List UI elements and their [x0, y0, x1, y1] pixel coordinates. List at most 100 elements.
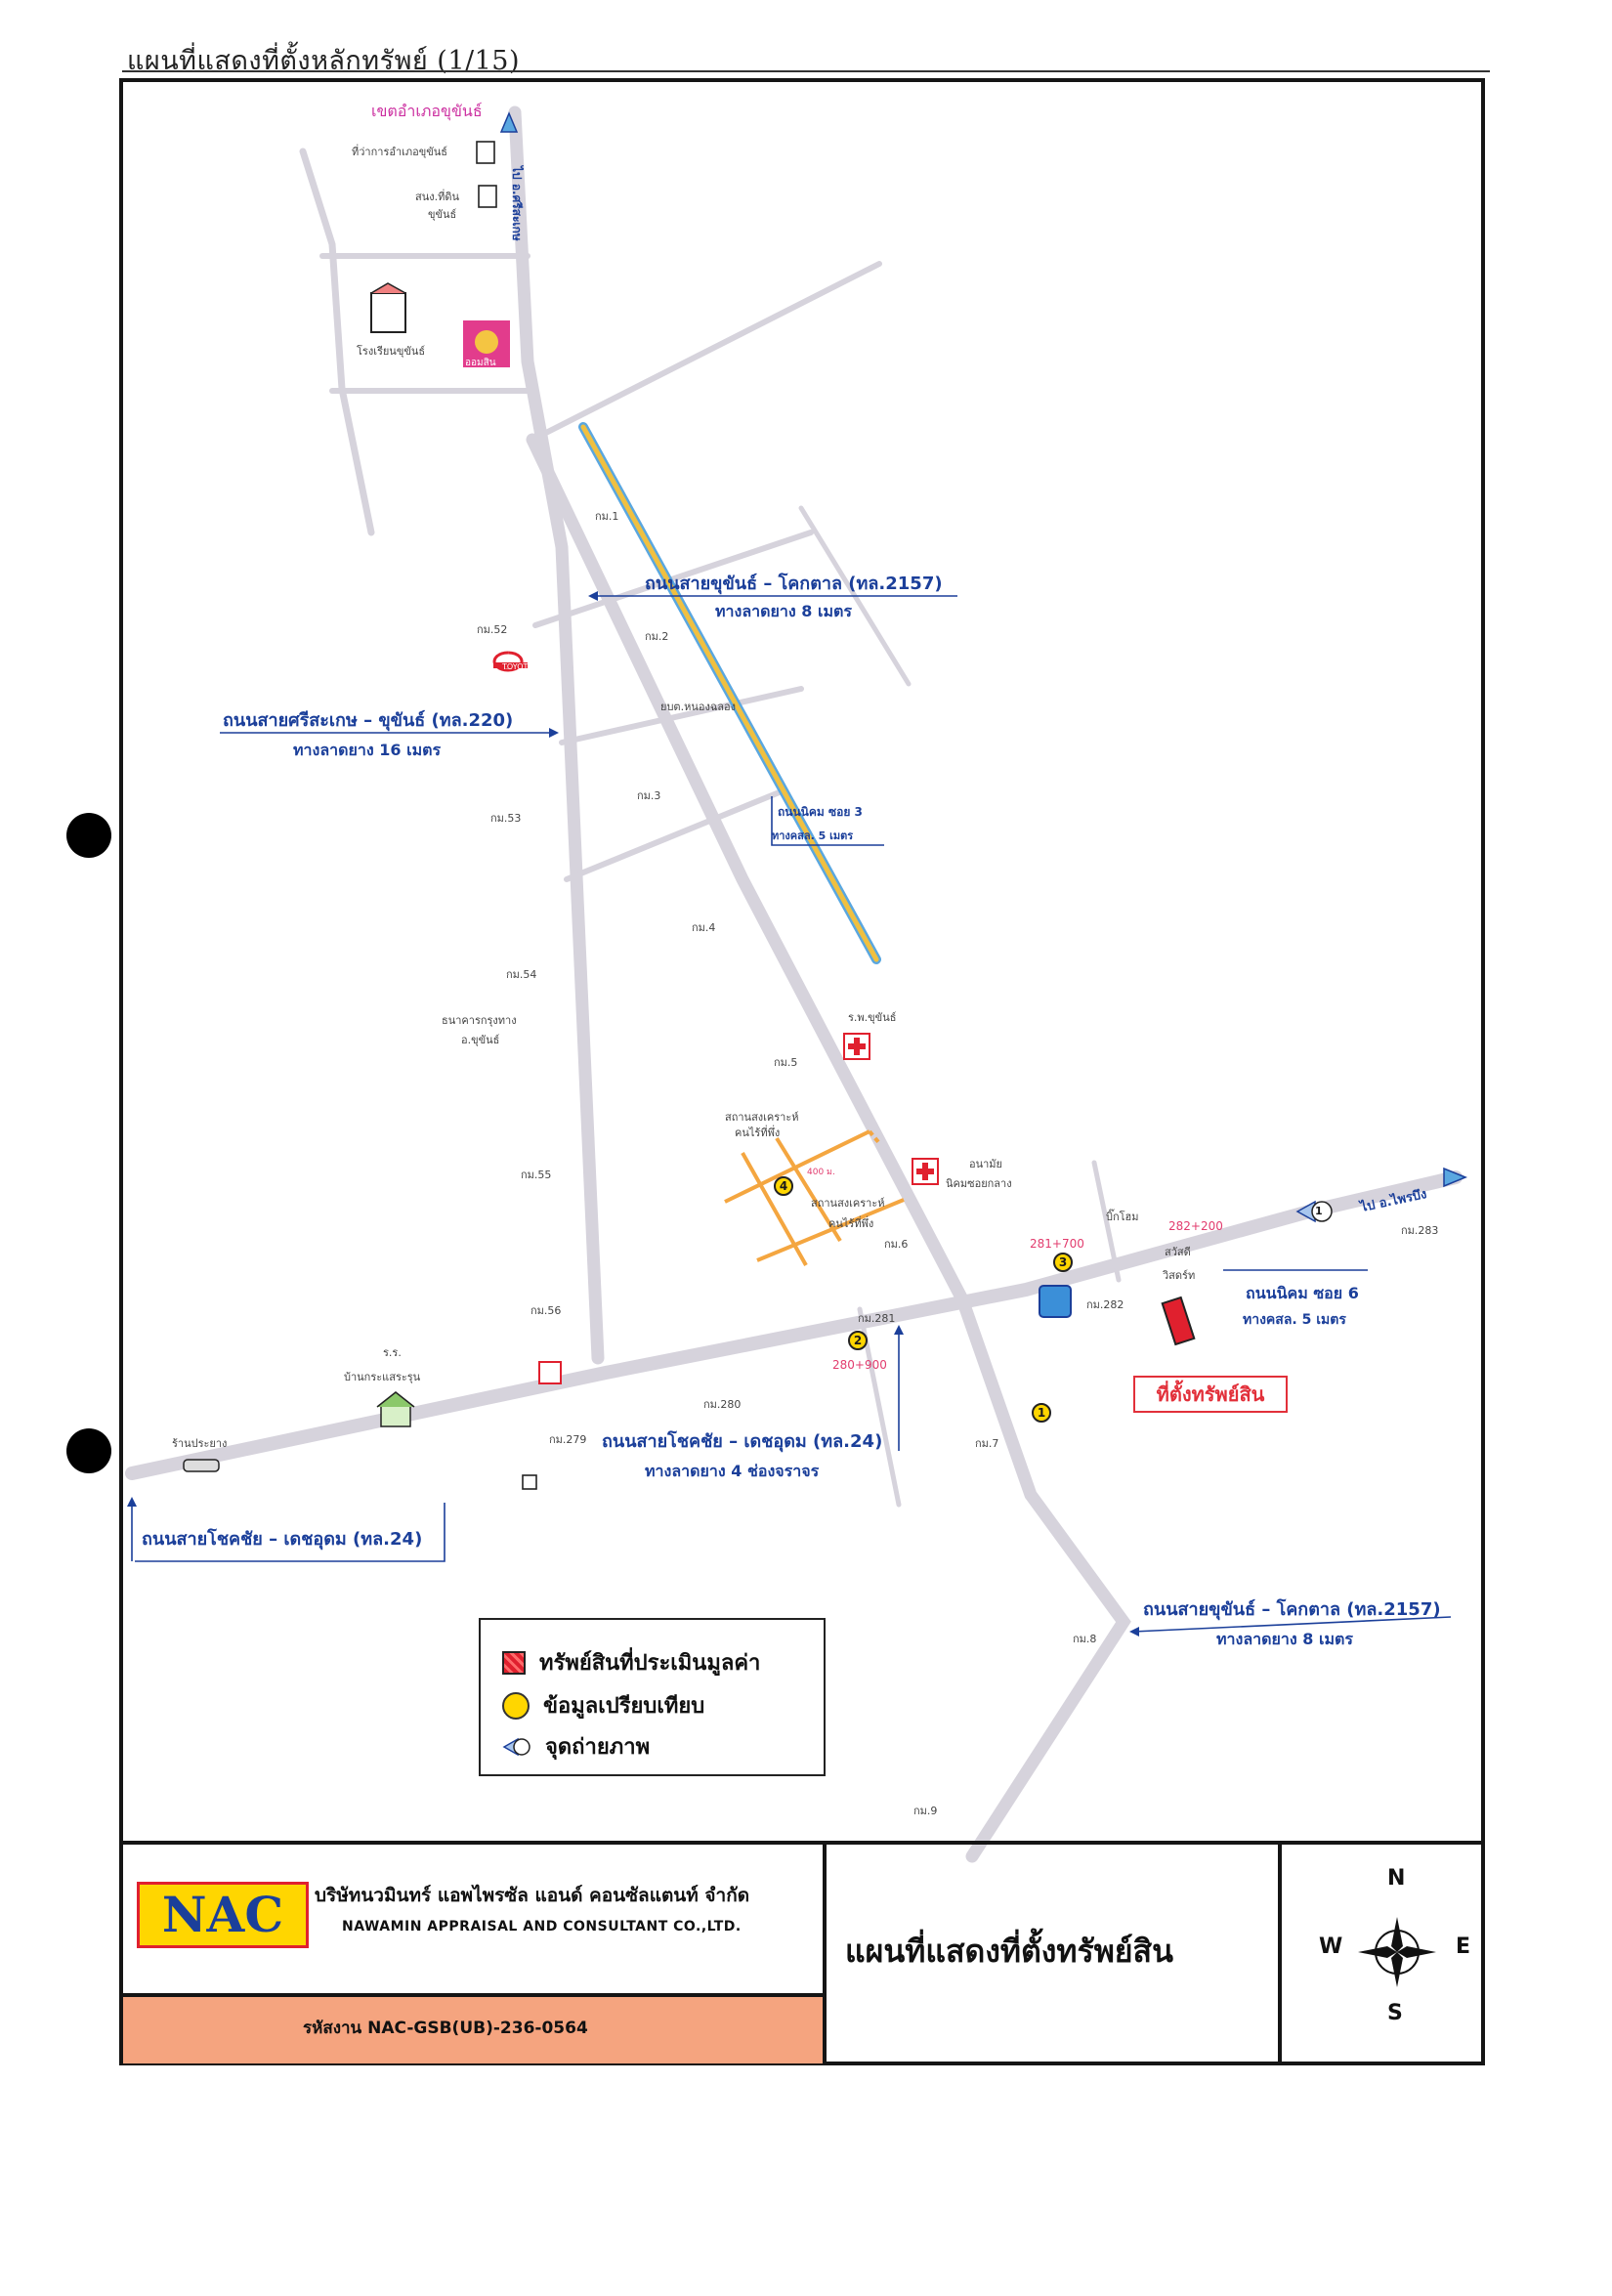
welfare-label-3: สถานสงเคราะห์ [811, 1197, 885, 1210]
km-marker: กม.55 [521, 1169, 552, 1181]
legend-row-appraised: ทรัพย์สินที่ประเมินมูลค่า [502, 1645, 760, 1679]
road-local-orange [724, 1129, 870, 1204]
arrow-north [499, 111, 519, 133]
nac-logo-text: NAC [161, 1886, 284, 1943]
km-marker: กม.8 [1073, 1633, 1097, 1645]
km-marker: กม.52 [477, 623, 508, 636]
school-label: โรงเรียนขุขันธ์ [357, 345, 426, 358]
welfare-label-4: คนไร้ที่พึ่ง [828, 1217, 874, 1230]
km-marker: กม.282 [1086, 1298, 1124, 1311]
toyota-icon [492, 651, 524, 672]
legend-appraised-label: ทรัพย์สินที่ประเมินมูลค่า [539, 1651, 761, 1676]
km-marker: กม.283 [1401, 1224, 1439, 1237]
health-center-label: ยบต.หนองฉลอง [660, 701, 737, 713]
km-marker: กม.56 [530, 1304, 562, 1317]
compass-east: E [1456, 1935, 1471, 1959]
km-marker: กม.281 [858, 1312, 896, 1325]
road-label-tl2157-top: ถนนสายขุขันธ์ – โคกตาล (ทล.2157) [645, 574, 943, 594]
station-icon [1039, 1285, 1072, 1318]
chainage-label: 282+200 [1168, 1219, 1223, 1233]
comparable-swatch [502, 1691, 530, 1720]
compass-west: W [1319, 1935, 1343, 1959]
nac-logo: NAC [137, 1882, 309, 1948]
km-marker: กม.279 [549, 1433, 587, 1446]
photo-point-icon [502, 1737, 530, 1756]
bank-label-2: อ.ขุขันธ์ [461, 1034, 500, 1046]
comparable-marker: 2 [848, 1331, 868, 1350]
hospital-label: ร.พ.ขุขันธ์ [848, 1011, 897, 1024]
map-title: แผนที่แสดงที่ตั้งทรัพย์สิน [845, 1933, 1173, 1970]
chainage-label: 280+900 [832, 1358, 887, 1372]
km-marker: กม.3 [637, 789, 661, 802]
title-rule [122, 70, 1490, 72]
village-school-label-2: บ้านกระแสระรุน [344, 1371, 421, 1383]
shop-icon [538, 1361, 562, 1384]
chainage-label: 281+700 [1030, 1237, 1084, 1251]
binder-hole [66, 813, 111, 858]
village-school-label: ร.ร. [383, 1346, 402, 1359]
map-legend: ทรัพย์สินที่ประเมินมูลค่า ข้อมูลเปรียบเท… [479, 1618, 826, 1776]
land-office-label-2: ขุขันธ์ [428, 208, 457, 221]
compass-south: S [1387, 2001, 1403, 2025]
sawasdee-label: สวัสดี [1165, 1246, 1191, 1258]
road-tl24 [125, 1170, 1463, 1480]
km-marker: กม.280 [703, 1398, 742, 1411]
car-icon [183, 1459, 220, 1472]
comparable-marker: 3 [1053, 1253, 1073, 1272]
school-icon [370, 292, 406, 333]
road-desc-tl2157-top: ทางลาดยาง 8 เมตร [715, 602, 852, 620]
legend-row-comparable: ข้อมูลเปรียบเทียบ [502, 1688, 704, 1722]
km-marker: กม.5 [774, 1056, 798, 1069]
road-label-nikhom-soi6: ถนนนิคม ซอย 6 [1246, 1284, 1359, 1302]
clinic-label: อนามัย [969, 1158, 1002, 1170]
land-office-label: สนง.ที่ดิน [415, 191, 460, 203]
road-desc-tl220: ทางลาดยาง 16 เมตร [293, 741, 442, 759]
north-road-label: ไป อ.ศรีสะเกษ [510, 166, 524, 241]
km-marker: กม.54 [506, 968, 537, 981]
district-label: เขตอำเภอขุขันธ์ [371, 102, 483, 120]
distance-label: 400 ม. [807, 1168, 835, 1177]
sawasdee-label-2: วิสดร์ท [1163, 1269, 1196, 1282]
savings-bank-label: ออมสิน [465, 358, 496, 368]
bank-label: ธนาคารกรุงทาง [442, 1014, 517, 1027]
road-label-tl220: ถนนสายศรีสะเกษ – ขุขันธ์ (ทล.220) [223, 710, 514, 731]
photo-point-number: 1 [1315, 1205, 1323, 1217]
road-tl2157 [526, 433, 1131, 1863]
footer-divider [119, 1841, 1485, 1845]
road-desc-nikhom-soi6: ทางคสล. 5 เมตร [1243, 1312, 1346, 1328]
compass-north: N [1387, 1866, 1406, 1891]
binder-hole [66, 1428, 111, 1473]
compass-rose-icon [1358, 1917, 1436, 1987]
toyota-label: TOYOTA [502, 662, 533, 671]
footer-divider-v2 [823, 1841, 827, 2063]
road-label-tl24-mid: ถนนสายโชคชัย – เดชอุดม (ทล.24) [602, 1431, 883, 1452]
appraised-swatch [502, 1650, 526, 1675]
road-desc-tl2157-bottom: ทางลาดยาง 8 เมตร [1216, 1630, 1353, 1648]
welfare-label: สถานสงเคราะห์ [725, 1111, 799, 1124]
arrow-east [1443, 1167, 1467, 1188]
road-label-tl2157-bottom: ถนนสายขุขันธ์ – โคกตาล (ทล.2157) [1143, 1599, 1441, 1620]
village-school-icon [380, 1404, 411, 1427]
bigc-label: บิ๊กโฮม [1106, 1211, 1139, 1223]
property-location-label: ที่ตั้งทรัพย์สิน [1133, 1376, 1288, 1413]
footer-code-box [123, 1993, 823, 2063]
road-desc-nikhom-soi3: ทางคสล. 5 เมตร [772, 829, 854, 842]
km-marker: กม.2 [645, 630, 669, 643]
company-name-th: บริษัทนวมินทร์ แอพไพรซัล แอนด์ คอนซัลแตน… [315, 1885, 750, 1906]
km-marker: กม.9 [913, 1805, 938, 1817]
map-frame [119, 78, 1485, 2065]
footer-divider-v [1278, 1841, 1282, 2063]
km-marker: กม.1 [595, 510, 619, 523]
clinic-label-2: นิคมซอยกลาง [946, 1177, 1012, 1190]
legend-comparable-label: ข้อมูลเปรียบเทียบ [543, 1694, 705, 1719]
km-marker: กม.4 [692, 921, 716, 934]
road-label-nikhom-soi3: ถนนนิคม ซอย 3 [778, 805, 863, 819]
property-marker [1161, 1296, 1196, 1346]
comparable-marker: 4 [774, 1176, 793, 1196]
company-name-en: NAWAMIN APPRAISAL AND CONSULTANT CO.,LTD… [342, 1919, 742, 1935]
welfare-label-2: คนไร้ที่พึ่ง [735, 1127, 781, 1139]
legend-photo-label: จุดถ่ายภาพ [545, 1735, 651, 1760]
km-marker: กม.53 [490, 812, 522, 825]
road-label-tl24-left: ถนนสายโชคชัย – เดชอุดม (ทล.24) [142, 1529, 423, 1550]
